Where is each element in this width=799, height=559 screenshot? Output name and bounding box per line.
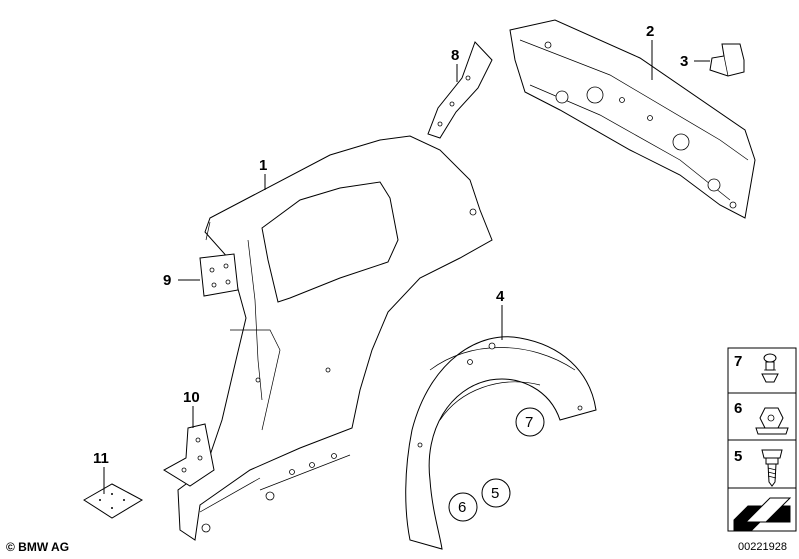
circled-ref-7: 7 <box>515 407 545 437</box>
plate-part[interactable] <box>199 253 239 297</box>
legend-5-label: 5 <box>734 448 742 465</box>
callout-1: 1 <box>259 157 267 174</box>
rivet-icon <box>761 353 779 383</box>
callout-3: 3 <box>680 53 688 70</box>
rear-panel-part[interactable] <box>509 19 756 219</box>
copyright: © BMW AG <box>6 540 70 554</box>
callout-4: 4 <box>496 288 505 305</box>
callout-8: 8 <box>451 47 459 64</box>
fastener-legend: 7 6 5 <box>727 347 797 532</box>
circled-ref-5: 5 <box>481 478 511 508</box>
clip-part[interactable] <box>709 43 745 77</box>
side-panel-part[interactable] <box>177 135 493 541</box>
svg-text:7: 7 <box>525 414 533 431</box>
circled-ref-6: 6 <box>448 492 478 522</box>
image-number: 00221928 <box>738 541 787 553</box>
legend-7-label: 7 <box>734 353 742 370</box>
pad-part[interactable] <box>83 483 144 519</box>
callout-2: 2 <box>646 23 654 40</box>
legend-6-label: 6 <box>734 400 742 417</box>
pillar-reinforcement-part[interactable] <box>427 41 493 139</box>
callout-11: 11 <box>93 450 109 467</box>
direction-arrow-icon <box>733 497 792 531</box>
callout-10: 10 <box>183 389 200 406</box>
callout-9: 9 <box>163 272 171 289</box>
svg-text:6: 6 <box>458 499 466 516</box>
nut-icon <box>755 407 789 435</box>
screw-icon <box>761 449 783 487</box>
wheel-arch-liner-part[interactable] <box>405 336 597 550</box>
svg-text:5: 5 <box>491 485 499 502</box>
bracket-part[interactable] <box>163 423 215 487</box>
